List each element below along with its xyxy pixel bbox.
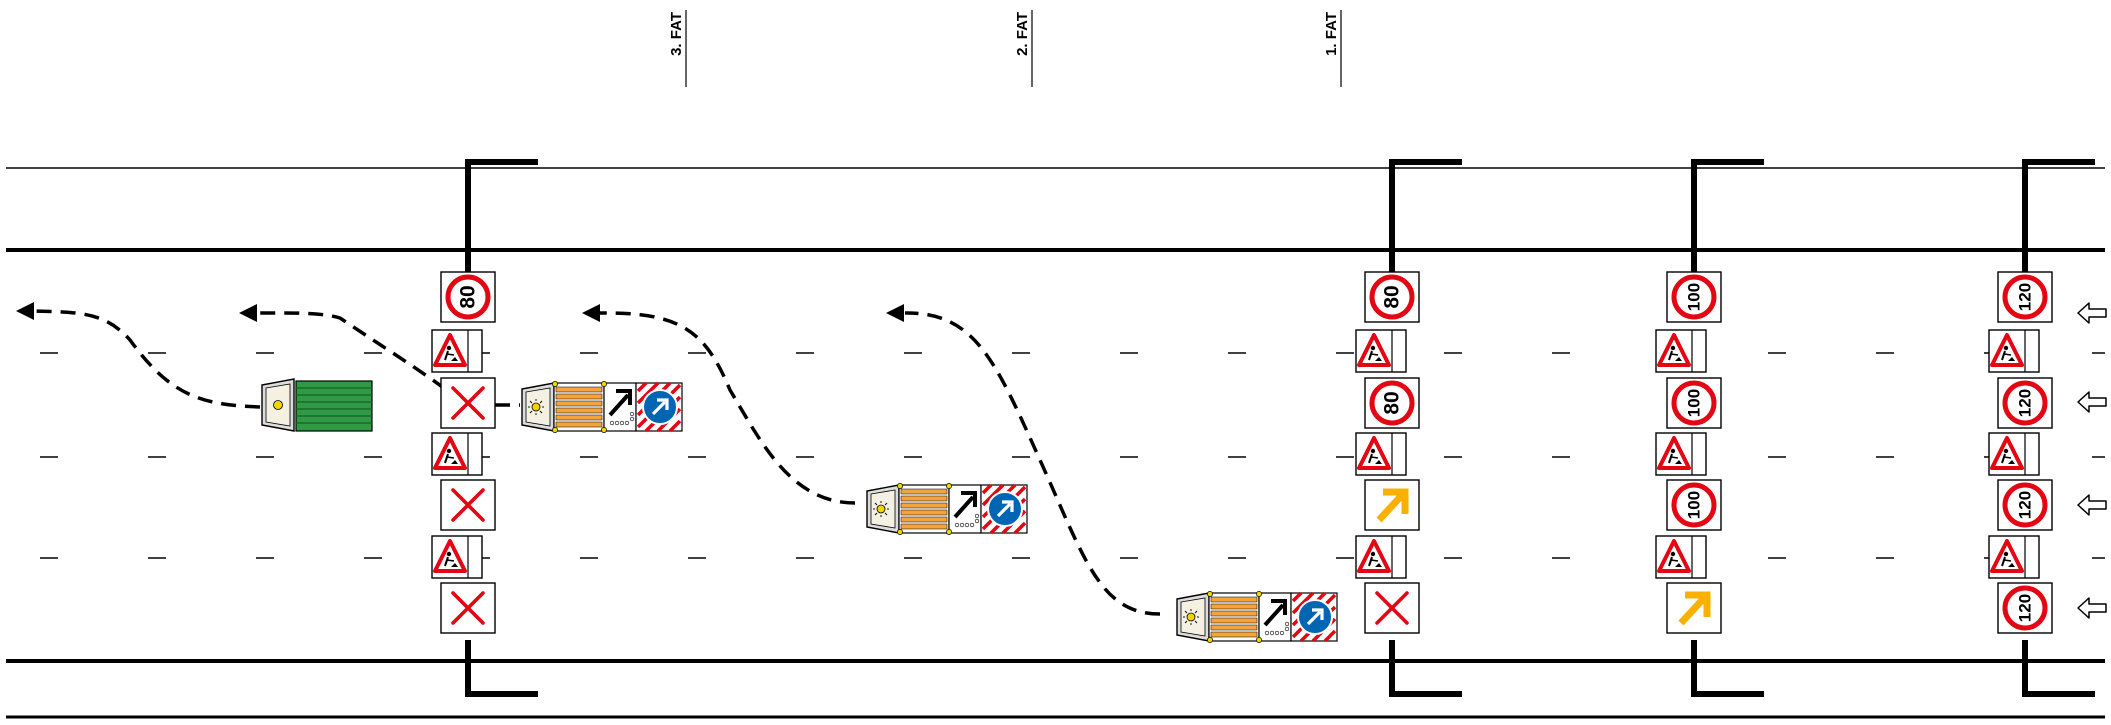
speed-80-value: 80 xyxy=(1381,285,1404,308)
roadworks-sign xyxy=(1354,328,1408,374)
lane-closed-sign xyxy=(1363,581,1421,635)
path-arrowhead xyxy=(239,304,257,322)
path-trailer-1 xyxy=(904,311,1161,616)
beacon-light-icon xyxy=(273,400,283,410)
speed-120-value: 120 xyxy=(2016,283,2035,311)
speed-80-value: 80 xyxy=(457,285,480,308)
road xyxy=(6,167,2105,719)
speed-100-value: 100 xyxy=(1685,389,1704,417)
fat-label: 2. FAT xyxy=(1014,12,1031,56)
speed-120-value: 120 xyxy=(2016,389,2035,417)
path-work-truck xyxy=(31,309,261,409)
path-arrowhead xyxy=(886,304,904,322)
gantry-post-bottom xyxy=(465,640,538,697)
gantry-2: 80 80 xyxy=(1354,159,1462,697)
gantry-1: 80 xyxy=(430,159,538,697)
lane-closed-sign xyxy=(439,581,497,635)
roadworks-sign xyxy=(1987,328,2041,374)
gantry-post-bottom xyxy=(1389,640,1462,697)
gantry-post-top xyxy=(465,159,538,272)
path-trailer-3 xyxy=(254,311,447,391)
direction-arrow-icon xyxy=(2077,391,2107,413)
gantry-post-top xyxy=(1389,159,1462,272)
roadworks-sign xyxy=(1354,534,1408,580)
direction-arrow-icon xyxy=(2077,494,2107,516)
gantry-post-top xyxy=(2022,159,2095,272)
roadworks-sign xyxy=(1654,534,1708,580)
path-arrowhead xyxy=(16,302,34,320)
merge-arrow-sign xyxy=(1365,480,1419,530)
speed-100-value: 100 xyxy=(1685,283,1704,311)
lane-closed-sign xyxy=(439,478,497,532)
roadworks-sign xyxy=(1654,328,1708,374)
speed-120-value: 120 xyxy=(2016,491,2035,519)
driving-direction xyxy=(2077,302,2107,619)
path-arrowheads xyxy=(16,302,904,322)
roadworks-sign xyxy=(1654,431,1708,477)
gantry-post-bottom xyxy=(1691,640,1764,697)
direction-arrow-icon xyxy=(2077,597,2107,619)
safety-trailer-2 xyxy=(865,481,1029,537)
lane-closed-sign xyxy=(439,376,497,430)
roadworks-sign xyxy=(1987,431,2041,477)
fat-markers: 3. FAT 2. FAT 1. FAT xyxy=(668,10,1342,87)
fat-label: 1. FAT xyxy=(1323,12,1340,56)
speed-100-value: 100 xyxy=(1685,491,1704,519)
gantry-4: 120 120 120 120 xyxy=(1987,159,2095,697)
gantry-3: 100 100 100 xyxy=(1654,159,1764,697)
speed-120-value: 120 xyxy=(2016,594,2035,622)
path-trailer-2 xyxy=(599,311,856,505)
roadworks-sign xyxy=(430,431,484,477)
roadworks-sign xyxy=(1354,431,1408,477)
safety-trailer-1 xyxy=(1175,589,1339,645)
roadworks-sign xyxy=(1987,534,2041,580)
path-arrowhead xyxy=(582,304,600,322)
work-truck xyxy=(261,378,373,432)
speed-80-value: 80 xyxy=(1381,391,1404,414)
direction-arrow-icon xyxy=(2077,302,2107,324)
vehicle-paths xyxy=(31,309,1161,616)
fat-label: 3. FAT xyxy=(668,12,685,56)
roadworks-sign xyxy=(430,328,484,374)
merge-arrow-sign xyxy=(1667,583,1721,633)
roadworks-sign xyxy=(430,534,484,580)
gantry-post-bottom xyxy=(2022,640,2095,697)
gantry-post-top xyxy=(1691,159,1764,272)
safety-trailer-3 xyxy=(520,379,684,435)
